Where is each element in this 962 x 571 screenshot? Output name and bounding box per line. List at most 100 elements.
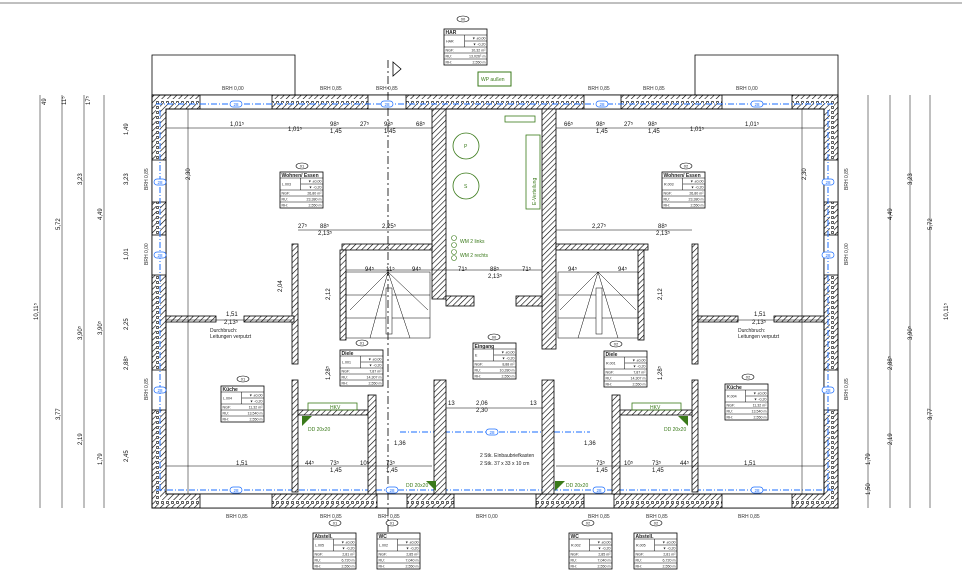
stamp-level-top: ▼ ±0,00 [249, 393, 263, 397]
stamp-ngf-value: 2,81 m² [342, 552, 355, 556]
stamp-level-bottom: ▼ -0,20 [342, 546, 355, 550]
stamp-ngf-value: 7,87 m² [633, 370, 646, 374]
stamp-rh-value: 2,550 m [633, 382, 646, 386]
window-tag-box [380, 100, 394, 108]
stamp-rh-value: 2,550 m [250, 417, 263, 421]
dim-label: 1,01⁵ [745, 121, 760, 128]
stamp-ru-value: 14,307 m [367, 375, 382, 379]
dim-label: 3,77 [56, 408, 62, 420]
dim-label: 49 [42, 98, 48, 105]
room-marker: 02 [741, 373, 755, 381]
brh-label: BRH 0,85 [738, 514, 760, 520]
dim-label: 1,45 [330, 129, 342, 135]
stamp-level-bottom: ▼ -0,20 [309, 185, 322, 189]
stamp-ngf-value: 26,80 m² [689, 191, 704, 195]
briefkasten-label: 2 Stk. 37 x 33 x 10 cm [480, 461, 529, 467]
dim-label: 1,45 [384, 129, 396, 135]
stamp-ru-value: 23,380 m [307, 197, 322, 201]
dim-label: 2,19 [78, 433, 84, 445]
dim-label: 11⁵ [386, 266, 395, 273]
dim-label: 68⁵ [416, 121, 426, 128]
stamp-rh-label: RH: [606, 382, 612, 386]
stamp-rh-label: RH: [727, 415, 733, 419]
stamp-room-code: HAR [446, 40, 454, 44]
dim-label: 3,90⁵ [77, 325, 84, 340]
p-label: P [464, 144, 468, 150]
brh-label: BRH 0,00 [736, 86, 758, 92]
stamp-room-name: Diele [606, 352, 618, 358]
stamp-level-bottom: ▼ -0,20 [663, 546, 676, 550]
window-tag: 28 [153, 178, 167, 186]
wm-links-label: WM 2 links [460, 239, 485, 245]
dim-label: 1,51 [744, 461, 756, 467]
window-tag-number: 28 [489, 430, 495, 435]
dd-label: DD 20x20 [566, 483, 588, 489]
marker-number: 01 [333, 521, 338, 526]
dim-label: 3,23 [908, 173, 914, 185]
stamp-rh-value: 2,550 m [691, 203, 704, 207]
dim-label: 2,13⁵ [224, 319, 239, 326]
brh-label: BRH 0,85 [320, 514, 342, 520]
dim-label: 5,72 [56, 218, 62, 230]
dim-label: 3,90⁵ [907, 325, 914, 340]
room-marker: 02 [581, 519, 595, 527]
room-marker: 01 [355, 339, 369, 347]
window-tag-box [153, 386, 167, 394]
window-tag-box [485, 428, 499, 436]
durchbruch-left: Durchbruch: [210, 328, 237, 334]
window-tag-number: 28 [157, 388, 163, 393]
windows [151, 94, 839, 509]
window-tag: 28 [821, 386, 835, 394]
stamp-ru-value: 6,720 m [342, 558, 355, 562]
stamp-room-code: E [475, 354, 478, 358]
stamp-rh-value: 2,550 m [754, 415, 767, 419]
window-tag-number: 28 [233, 102, 239, 107]
window-tag-box [229, 486, 243, 494]
marker-number: 01 [390, 521, 395, 526]
window-tag-number: 28 [754, 102, 760, 107]
dim-label: 2,13⁵ [488, 273, 503, 280]
marker-number: 02 [614, 342, 619, 347]
s-label: S [464, 184, 468, 190]
window-tag: 28 [229, 100, 243, 108]
dim-label: 2,12 [658, 288, 664, 300]
durchbruch-left: Leitungen verputzt [210, 334, 252, 340]
dim-label: 1,01⁵ [230, 121, 245, 128]
brh-label: BRH 0,85 [376, 86, 398, 92]
stamp-rh-value: 2,550 m [502, 374, 515, 378]
brh-label: BRH 0,00 [144, 243, 150, 265]
room-marker: 01 [385, 519, 399, 527]
dim-label: 27⁵ [298, 223, 308, 230]
dim-label: 2,88⁵ [887, 355, 894, 370]
site-outline [0, 2, 962, 95]
dim-label: 94⁵ [568, 266, 578, 273]
stamp-rh-value: 2,550 m [342, 564, 355, 568]
window-tag-number: 28 [233, 488, 239, 493]
stamp-ru-value: 13,026⁵ m [469, 54, 485, 58]
dim-label: 5,72 [928, 218, 934, 230]
room-marker: 02 [649, 519, 663, 527]
window-tag: 28 [750, 486, 764, 494]
stamp-ru-value: 10,280 m [500, 368, 515, 372]
marker-number: 00 [492, 335, 497, 340]
window-tag-box [750, 486, 764, 494]
briefkasten-label: 2 Stk. Einbaubriefkasten [480, 453, 534, 459]
stamp-room-name: WC [379, 534, 388, 540]
stamp-room-code: L.004 [223, 397, 232, 401]
hkv-right-label: HKV [650, 405, 661, 411]
brh-label: BRH 0,85 [144, 168, 150, 190]
stamp-rh-label: RH: [571, 564, 577, 568]
exterior-walls [151, 94, 839, 509]
brh-label: BRH 0,00 [476, 514, 498, 520]
stamp-ngf-value: 10,32 m² [471, 48, 486, 52]
stamp-ru-value: 13,540 m [752, 409, 767, 413]
window-tag-number: 28 [754, 488, 760, 493]
dim-label: 1,45 [596, 468, 608, 474]
